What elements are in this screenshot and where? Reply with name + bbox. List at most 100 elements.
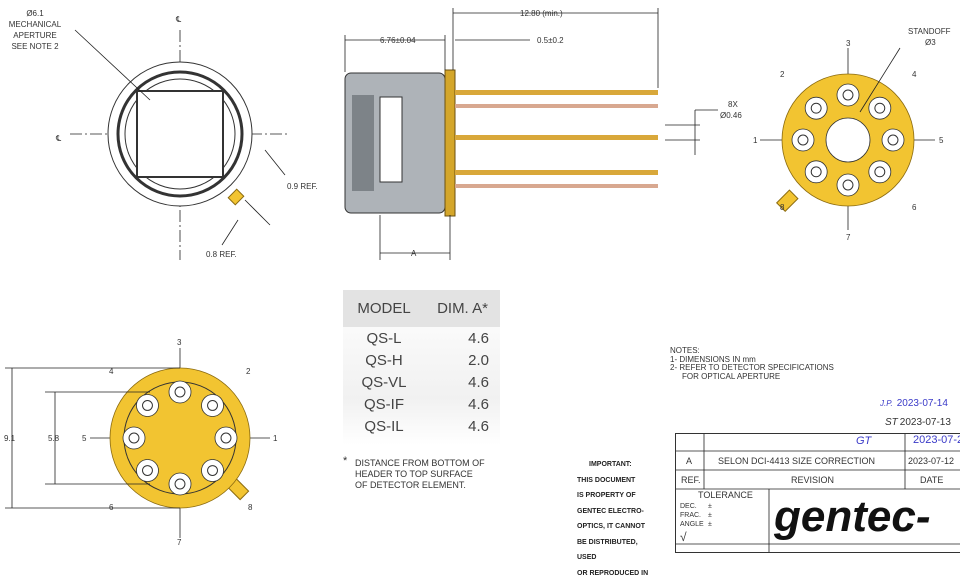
important-notice: IMPORTANT: THIS DOCUMENT IS PROPERTY OF … [577, 457, 657, 581]
revision-ref: A [686, 456, 692, 466]
signature-date: 2023-07-14 [897, 398, 948, 409]
pin [175, 387, 185, 397]
pitch-dia-dim: 5.8 [48, 434, 60, 443]
pin-label-3: 3 [177, 338, 182, 347]
standoff-dia: Ø3 [925, 38, 936, 47]
revision-description: SELON DCI-4413 SIZE CORRECTION [718, 456, 875, 466]
gentec-logo: gentec- [774, 492, 930, 542]
surface-finish-symbol: √ [680, 530, 687, 544]
ref-09: 0.9 REF. [287, 182, 318, 191]
tolerance-type: DEC. [680, 502, 708, 511]
tolerance-row: DEC.± [680, 502, 760, 511]
pin [208, 401, 218, 411]
pin-label-1: 1 [753, 136, 758, 145]
model-name: QS-L [343, 330, 425, 347]
model-name: QS-IL [343, 418, 425, 435]
pin-label-8: 8 [780, 203, 785, 212]
header-dim-a: DIM. A* [425, 300, 500, 317]
tolerance-value: ± [708, 521, 712, 528]
pin [843, 90, 853, 100]
dim-a-value: 2.0 [425, 352, 489, 369]
notice-line: GENTEC ELECTRO- [577, 504, 657, 520]
dim-a-label: A [411, 249, 417, 258]
aperture-label-line3: APERTURE [13, 31, 56, 40]
pin-label-1: 1 [273, 434, 278, 443]
footnote-line: OF DETECTOR ELEMENT. [345, 480, 485, 491]
pin-offset-dim: 0.5±0.2 [537, 36, 564, 45]
col-date: DATE [920, 475, 943, 485]
pin-count: 8X [728, 100, 738, 109]
notice-line: THIS DOCUMENT [577, 473, 657, 489]
pin [175, 479, 185, 489]
pin-label-3: 3 [846, 39, 851, 48]
pin-label-7: 7 [846, 233, 851, 242]
pin-label-5: 5 [82, 434, 87, 443]
notice-line: BE DISTRIBUTED, USED [577, 535, 657, 566]
signature-date: 2023-07-2 [913, 434, 960, 446]
dim-a-value: 4.6 [425, 418, 489, 435]
pin-label-6: 6 [109, 503, 114, 512]
centerline-h: ℄ [55, 134, 62, 143]
model-name: QS-VL [343, 374, 425, 391]
revision-date: 2023-07-12 [908, 456, 954, 466]
pin-label-8: 8 [248, 503, 253, 512]
pin [875, 167, 885, 177]
pin-label-6: 6 [912, 203, 917, 212]
aperture-label-line2: MECHANICAL [9, 20, 62, 29]
overall-length-dim: 12.80 (min.) [520, 9, 563, 18]
body-length-dim: 6.76±0.04 [380, 36, 416, 45]
tolerance-value: ± [708, 512, 712, 519]
ref-08: 0.8 REF. [206, 250, 237, 259]
centerline-v: ℄ [175, 15, 182, 24]
pin [221, 433, 231, 443]
signature-initials: ST [885, 417, 898, 428]
standoff-label: STANDOFF [908, 27, 951, 36]
pin-label-4: 4 [109, 367, 114, 376]
footnote-line: DISTANCE FROM BOTTOM OF [345, 458, 485, 469]
pin [843, 180, 853, 190]
front-view: Ø6.1 MECHANICAL APERTURE SEE NOTE 2 ℄ ℄ … [9, 9, 318, 260]
side-view: 12.80 (min.) 6.76±0.04 0.5±0.2 8X Ø0.46 … [345, 8, 742, 260]
footnote-line: HEADER TO TOP SURFACE [345, 469, 485, 480]
model-name: QS-IF [343, 396, 425, 413]
pin [811, 103, 821, 113]
pin-label-7: 7 [177, 538, 182, 547]
pin-label-2: 2 [780, 70, 785, 79]
tolerance-row: FRAC.± [680, 511, 760, 520]
outer-dia-dim: 9.1 [4, 434, 16, 443]
dim-a-value: 4.6 [425, 330, 489, 347]
pin [811, 167, 821, 177]
pin-diameter: Ø0.46 [720, 111, 742, 120]
signature-initials: GT [856, 435, 871, 447]
model-name: QS-H [343, 352, 425, 369]
pin-view-top: STANDOFF Ø3 1 2 3 4 5 6 7 8 [753, 27, 951, 242]
notes: NOTES: 1- DIMENSIONS IN mm 2- REFER TO D… [670, 347, 834, 381]
signature-jp: J.P. 2023-07-14 [880, 398, 948, 409]
tolerance-label: TOLERANCE [698, 490, 753, 500]
table-header: MODEL DIM. A* [343, 290, 500, 327]
signature-initials: J.P. [880, 399, 893, 408]
col-revision: REVISION [791, 475, 834, 485]
notice-line: IMPORTANT: [577, 457, 657, 473]
pin-label-2: 2 [246, 367, 251, 376]
pin [129, 433, 139, 443]
notice-line: OPTICS, IT CANNOT [577, 519, 657, 535]
dim-a-value: 4.6 [425, 396, 489, 413]
pin-label-4: 4 [912, 70, 917, 79]
tolerance-type: FRAC. [680, 511, 708, 520]
pin-label-5: 5 [939, 136, 944, 145]
notice-line: IS PROPERTY OF [577, 488, 657, 504]
aperture-dia-label: Ø6.1 [26, 9, 44, 18]
title-block: GT 2023-07-2 A SELON DCI-4413 SIZE CORRE… [675, 433, 960, 553]
dim-a-value: 4.6 [425, 374, 489, 391]
header-model: MODEL [343, 300, 425, 317]
pin [888, 135, 898, 145]
pin-view-bottom: 9.1 5.8 1 2 3 4 5 6 7 8 [4, 338, 278, 547]
aperture-label-line4: SEE NOTE 2 [11, 42, 59, 51]
